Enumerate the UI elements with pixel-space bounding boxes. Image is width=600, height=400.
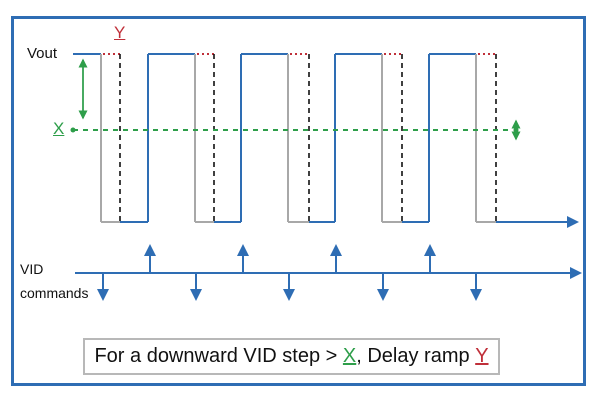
caption-x: X xyxy=(342,345,357,367)
vid-label: VID xyxy=(20,261,44,277)
caption-box: For a downward VID step > X, Delay ramp … xyxy=(83,338,500,375)
caption-prefix: For a downward VID step > xyxy=(94,345,343,367)
vout-label: Vout xyxy=(27,45,58,62)
diagram-frame xyxy=(11,16,586,386)
threshold-x-label: X xyxy=(53,119,65,138)
vid-command-axis xyxy=(75,244,582,301)
caption-y: Y xyxy=(475,345,489,367)
caption-middle: , Delay ramp xyxy=(356,345,476,367)
commands-label: commands xyxy=(20,285,89,301)
delay-y-label: Y xyxy=(114,23,126,42)
vout-waveform xyxy=(70,53,579,228)
